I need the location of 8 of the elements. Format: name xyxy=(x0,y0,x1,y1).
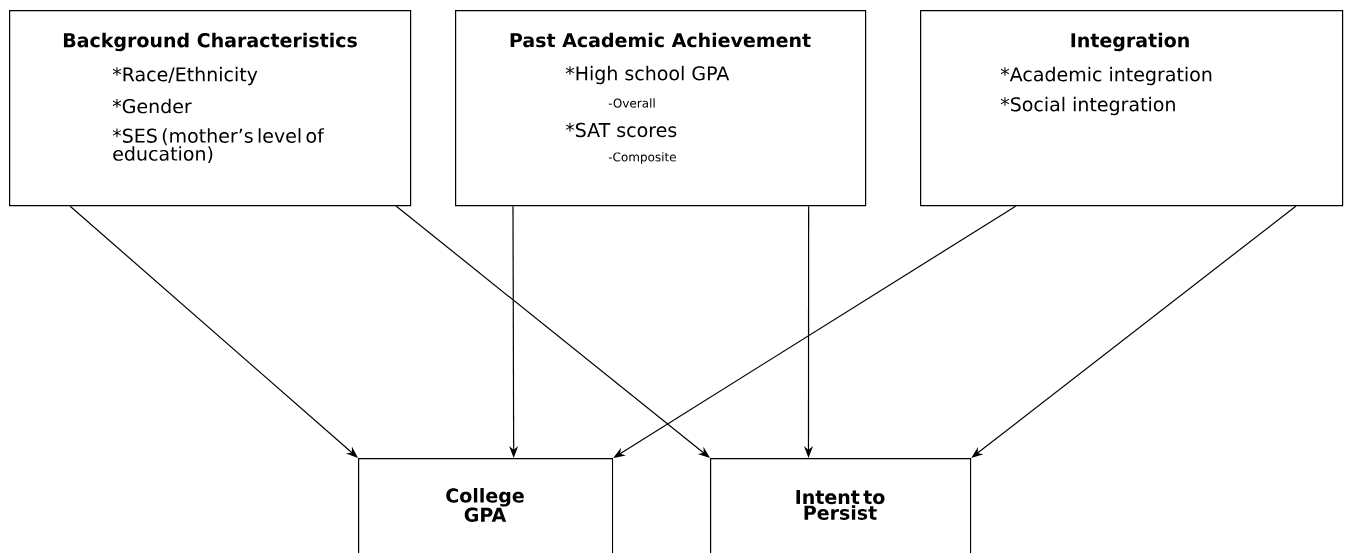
outcome-box: College GPA xyxy=(358,458,614,553)
arrow xyxy=(395,205,710,458)
factor-box: Integration *Academic integration *Social integration xyxy=(920,10,1344,207)
factor-box: Background Characteristics *Race/Ethnicity *Gender *SES (mother’s level of education) xyxy=(9,10,412,207)
arrow xyxy=(69,205,358,458)
factor-box: Past Academic Achievement *High school GPA -Overall *SAT scores -Composite xyxy=(455,10,867,207)
arrow xyxy=(971,205,1297,458)
outcome-box: Intent to Persist xyxy=(710,458,972,553)
